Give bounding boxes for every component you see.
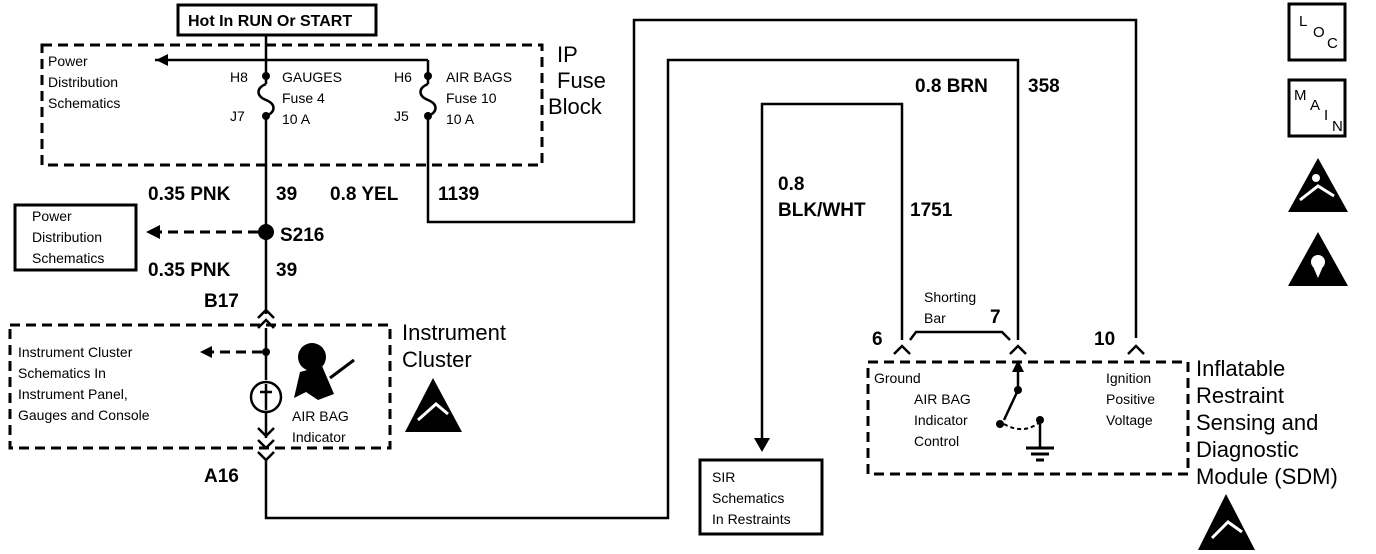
main-A: A: [1310, 97, 1320, 114]
airbag-fuse-label-3: 10 A: [446, 111, 475, 127]
airbag-fuse-bottom-pin: J5: [394, 108, 409, 124]
sdm-control-label-3: Control: [914, 433, 959, 449]
sir-schematics-box: [698, 458, 824, 536]
sdm-pin-shorting: 7: [990, 307, 1001, 328]
power-dist-label: Power: [32, 208, 72, 224]
sdm-name: Inflatable: [1196, 356, 1285, 381]
main-N: N: [1332, 118, 1343, 135]
blk-color-2: BLK/WHT: [778, 200, 866, 221]
sdm-name-5: Module (SDM): [1196, 464, 1338, 489]
fuse-block-pd-ref-2: Distribution: [48, 74, 118, 90]
esd-warning-icon[interactable]: [1288, 158, 1348, 212]
cluster-ref-3: Instrument Panel,: [18, 386, 128, 402]
sdm-pin-ground: 6: [872, 329, 883, 350]
shorting-bar: [909, 330, 1011, 341]
fuse-block-name: IP: [557, 42, 578, 67]
cluster-ref-2: Schematics In: [18, 365, 106, 381]
fuse-block-pd-ref-3: Schematics: [48, 95, 120, 111]
fuse-block-pd-ref: Power: [48, 53, 88, 69]
sdm-control-label: AIR BAG: [914, 391, 971, 407]
sdm-esd-icon: [1198, 494, 1255, 550]
bus-arrow: [156, 54, 168, 66]
sdm-ignition-label-3: Voltage: [1106, 412, 1153, 428]
cluster-esd-icon: [405, 378, 462, 432]
sir-label-2: Schematics: [712, 490, 784, 506]
fuse-block-name-3: Block: [548, 94, 603, 119]
caution-triangle-icon[interactable]: [1288, 232, 1348, 286]
fuse-block-name-2: Fuse: [557, 68, 606, 93]
yel-circuit: 1139: [438, 184, 479, 205]
airbag-fuse-top-pin: H6: [394, 69, 412, 85]
blk-circuit: 1751: [910, 200, 953, 221]
pnk-lower-circuit: 39: [276, 260, 297, 281]
main-I: I: [1324, 107, 1328, 124]
hot-in-run-box: [176, 3, 378, 37]
splice-dot: [258, 224, 274, 240]
main-button[interactable]: M A I N: [1287, 78, 1347, 138]
power-dist-label-2: Distribution: [32, 229, 102, 245]
blk-wht-wire: [760, 102, 904, 440]
sdm-ignition-label: Ignition: [1106, 370, 1151, 386]
pnk-lower-color: 0.35 PNK: [148, 260, 231, 281]
airbag-fuse-label-2: Fuse 10: [446, 90, 497, 106]
sdm-name-4: Diagnostic: [1196, 437, 1299, 462]
sdm-ground-label: Ground: [874, 370, 921, 386]
shorting-bar-label: Shorting: [924, 289, 976, 305]
gauges-fuse-label: GAUGES: [282, 69, 342, 85]
gauges-fuse-bottom-pin: J7: [230, 108, 245, 124]
ground-symbol-icon: [1026, 446, 1054, 462]
hot-in-run-label: Hot In RUN Or START: [188, 13, 352, 30]
airbag-fuse-label: AIR BAGS: [446, 69, 512, 85]
airbag-indicator-icon: [294, 343, 355, 400]
indicator-label: AIR BAG: [292, 408, 349, 424]
sdm-name-3: Sensing and: [1196, 410, 1318, 435]
brn-color: 0.8 BRN: [915, 76, 988, 97]
brn-wire: [264, 58, 1020, 520]
cluster-ref: Instrument Cluster: [18, 344, 133, 360]
sdm-name-2: Restraint: [1196, 383, 1284, 408]
sdm-outline: [866, 360, 1190, 476]
loc-button[interactable]: L O C: [1287, 2, 1347, 62]
loc-O: O: [1313, 24, 1325, 41]
yel-wire: [426, 18, 1138, 338]
loc-L: L: [1299, 13, 1307, 30]
instrument-cluster-outline: [8, 323, 392, 450]
cluster-connector-top: B17: [204, 291, 239, 312]
sir-label-3: In Restraints: [712, 511, 791, 527]
switch-arm: [1002, 389, 1020, 421]
sir-label: SIR: [712, 469, 735, 485]
cluster-name: Instrument: [402, 320, 506, 345]
sdm-ignition-label-2: Positive: [1106, 391, 1155, 407]
indicator-label-2: Indicator: [292, 429, 346, 445]
blk-color: 0.8: [778, 174, 804, 195]
shorting-bar-label-2: Bar: [924, 310, 946, 326]
gauges-fuse-symbol: [257, 82, 275, 118]
loc-C: C: [1327, 35, 1338, 52]
cluster-name-2: Cluster: [402, 347, 472, 372]
main-M: M: [1294, 87, 1307, 104]
gauges-fuse-top-pin: H8: [230, 69, 248, 85]
pnk-upper-color: 0.35 PNK: [148, 184, 231, 205]
splice-label: S216: [280, 225, 324, 246]
pnk-upper-circuit: 39: [276, 184, 297, 205]
sdm-control-label-2: Indicator: [914, 412, 968, 428]
power-distribution-box: [13, 203, 138, 272]
sdm-pin-ignition: 10: [1094, 329, 1115, 350]
gauges-fuse-label-2: Fuse 4: [282, 90, 325, 106]
yel-color: 0.8 YEL: [330, 184, 399, 205]
ip-fuse-block-outline: [40, 43, 544, 167]
gauges-fuse-label-3: 10 A: [282, 111, 311, 127]
airbag-fuse-symbol: [419, 82, 437, 118]
brn-circuit: 358: [1028, 76, 1060, 97]
cluster-ref-4: Gauges and Console: [18, 407, 150, 423]
power-dist-label-3: Schematics: [32, 250, 104, 266]
cluster-connector-bottom: A16: [204, 466, 239, 487]
